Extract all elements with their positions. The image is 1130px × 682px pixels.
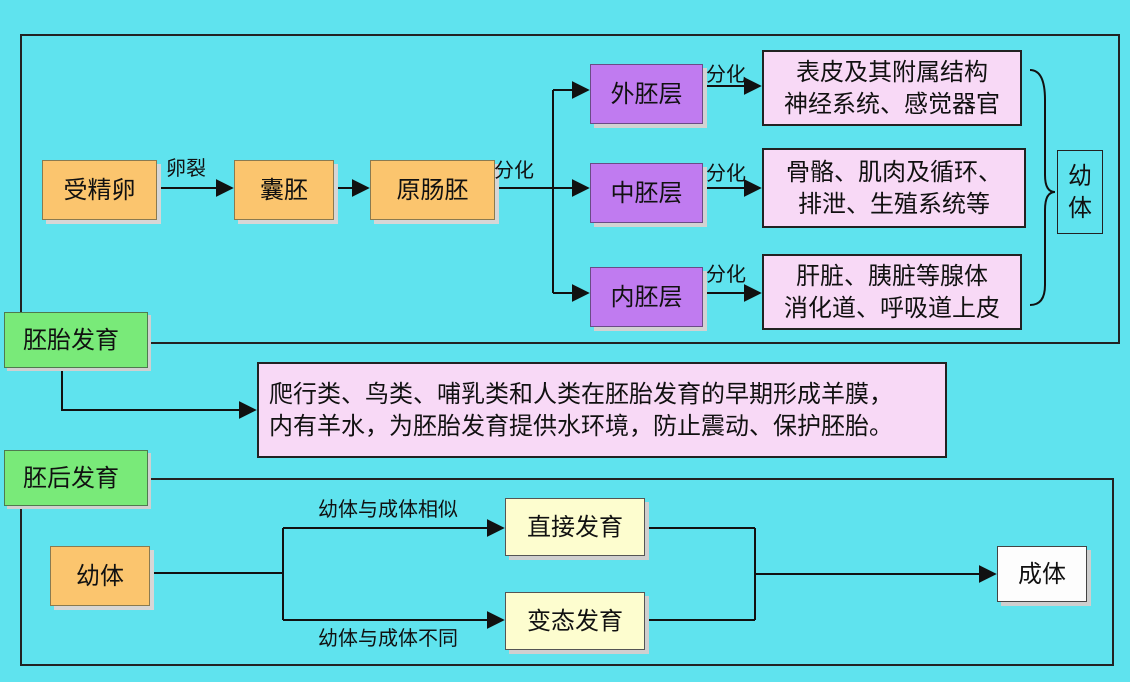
amnion-note-box: 爬行类、鸟类、哺乳类和人类在胚胎发育的早期形成羊膜， 内有羊水，为胚胎发育提供水… [257,362,947,458]
postembryonic-title: 胚后发育 [4,450,148,506]
endo-diff-label: 分化 [706,262,746,286]
postembryonic-frame [20,478,1114,666]
endo-result-box: 肝脏、胰脏等腺体 消化道、呼吸道上皮 [762,254,1022,330]
embryonic-title: 胚胎发育 [4,312,148,368]
similar-label: 幼体与成体相似 [318,497,458,521]
bracket-results [1029,69,1056,306]
ectoderm-box: 外胚层 [590,64,703,124]
adult-box: 成体 [997,546,1087,602]
amnion-note-line-2: 内有羊水，为胚胎发育提供水环境，防止震动、保护胚胎。 [269,412,893,440]
endo-result-line-1: 肝脏、胰脏等腺体 [796,261,988,290]
cleavage-label: 卵裂 [166,156,206,180]
metamorphic-development-box: 变态发育 [505,592,645,650]
ecto-result-line-1: 表皮及其附属结构 [796,57,988,86]
amnion-note-line-1: 爬行类、鸟类、哺乳类和人类在胚胎发育的早期形成羊膜， [269,379,893,408]
ecto-result-line-2: 神经系统、感觉器官 [784,90,1000,118]
juvenile-char-2: 体 [1068,194,1092,222]
arrow-amnion-note [61,368,257,419]
meso-result-line-2: 排泄、生殖系统等 [798,190,990,218]
blastula-box: 囊胚 [234,160,334,220]
mesoderm-box: 中胚层 [590,163,703,223]
meso-result-line-1: 骨骼、肌肉及循环、 [786,157,1002,186]
post-juvenile-box: 幼体 [50,546,150,606]
endoderm-box: 内胚层 [590,267,703,327]
meso-diff-label: 分化 [706,161,746,185]
direct-development-box: 直接发育 [505,498,645,556]
embryonic-frame [20,34,1120,344]
endo-result-line-2: 消化道、呼吸道上皮 [784,294,1000,322]
different-label: 幼体与成体不同 [318,626,458,650]
juvenile-vertical-box: 幼 体 [1057,150,1103,234]
differentiate-label: 分化 [494,158,534,182]
ecto-diff-label: 分化 [706,62,746,86]
juvenile-char-1: 幼 [1068,161,1092,190]
zygote-box: 受精卵 [42,160,157,220]
ecto-result-box: 表皮及其附属结构 神经系统、感觉器官 [762,50,1022,126]
meso-result-box: 骨骼、肌肉及循环、 排泄、生殖系统等 [762,148,1026,228]
gastrula-box: 原肠胚 [370,160,495,220]
